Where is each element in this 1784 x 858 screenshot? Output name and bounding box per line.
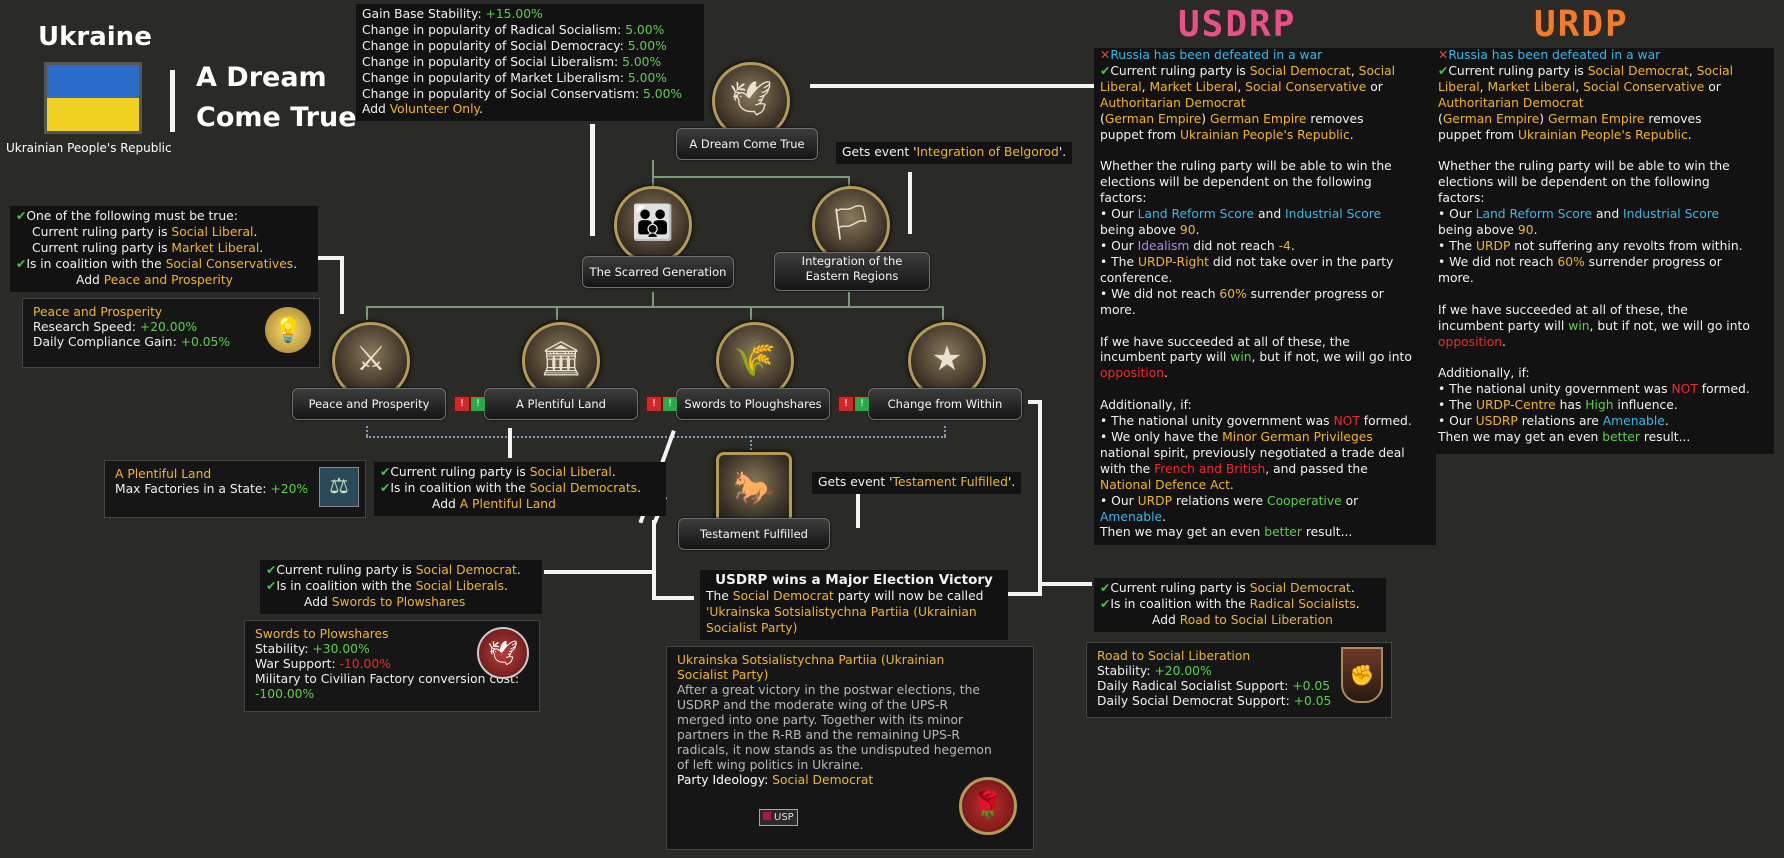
tree-title-line-2: Come True [196, 102, 357, 133]
swords-ploughshares-focus-icon[interactable]: 🌾 [716, 322, 794, 400]
connector [366, 306, 944, 308]
pointer-line [508, 428, 512, 458]
connector [366, 306, 368, 320]
change-requirements: ✔Current ruling party is Social Democrat… [1094, 578, 1386, 632]
mutual-exclusion-line [750, 436, 752, 450]
testament-fulfilled-focus-icon[interactable]: 🐎 [716, 452, 792, 528]
party-description: Ukrainska Sotsialistychna Partiia (Ukrai… [666, 646, 1034, 850]
peace-prosperity-idea: Peace and Prosperity Research Speed: +20… [22, 298, 320, 368]
shield-icon: ✊ [1341, 647, 1383, 703]
mutual-exclusion-line [366, 436, 946, 438]
focus-peace-prosperity[interactable]: Peace and Prosperity [292, 388, 446, 420]
event-testament: Gets event 'Testament Fulfilled'. [812, 472, 1022, 494]
connector [750, 306, 752, 320]
mutually-exclusive-icon: ! [854, 396, 870, 412]
mutually-exclusive-icon: ! [454, 396, 470, 412]
mutually-exclusive-icon: ! [470, 396, 486, 412]
connector [942, 306, 944, 320]
urdp-conditions: ✕Russia has been defeated in a war ✔Curr… [1432, 48, 1774, 454]
pointer-line [652, 520, 656, 598]
peace-prosperity-focus-icon[interactable]: ⚔ [332, 322, 410, 400]
pointer-line [908, 172, 912, 234]
road-social-liberation-idea: Road to Social Liberation Stability: +20… [1086, 642, 1392, 718]
party-tag: USP [759, 809, 798, 826]
event-belgorod: Gets event 'Integration of Belgorod'. [836, 142, 1073, 164]
pointer-line [340, 256, 344, 314]
plentiful-land-idea: A Plentiful Land Max Factories in a Stat… [104, 460, 366, 518]
country-caption: Ukrainian People's Republic [6, 141, 172, 155]
focus-label-line: Integration of the [801, 254, 903, 268]
connector [652, 176, 850, 178]
mutually-exclusive-icon: ! [838, 396, 854, 412]
pointer-line [544, 570, 654, 574]
focus-plentiful-land[interactable]: A Plentiful Land [484, 388, 638, 420]
tree-title-line-1: A Dream [196, 62, 327, 93]
scales-icon: ⚖ [319, 467, 359, 507]
mutually-exclusive-icon: ! [646, 396, 662, 412]
focus-dream-come-true[interactable]: A Dream Come True [676, 128, 818, 160]
peace-requirements: ✔One of the following must be true: Curr… [10, 206, 318, 292]
usdrp-title: USDRP [1178, 4, 1297, 45]
focus-swords-ploughshares[interactable]: Swords to Ploughshares [676, 388, 830, 420]
mutual-exclusion-line [366, 426, 368, 436]
pointer-line [1042, 582, 1092, 586]
pointer-line [856, 480, 860, 528]
pointer-line [652, 596, 694, 600]
connector [652, 160, 654, 178]
country-name: Ukraine [38, 22, 152, 52]
focus-label-line: Eastern Regions [805, 269, 899, 283]
dream-come-true-focus-icon[interactable]: 🕊 [712, 62, 790, 140]
change-within-focus-icon[interactable]: ★ [908, 322, 986, 400]
pointer-line [1038, 400, 1042, 596]
connector [652, 292, 654, 306]
urdp-title: URDP [1534, 4, 1629, 45]
ukraine-flag [44, 62, 142, 134]
victory-event: USDRP wins a Major Election Victory The … [700, 570, 1008, 640]
scarred-generation-focus-icon[interactable]: 👪 [614, 186, 692, 264]
swords-requirements: ✔Current ruling party is Social Democrat… [260, 560, 542, 614]
connector [848, 292, 850, 306]
focus-change-within[interactable]: Change from Within [868, 388, 1022, 420]
swords-plowshares-idea: Swords to Plowshares Stability: +30.00% … [244, 620, 540, 712]
rose-emblem-icon: 🌹 [959, 777, 1017, 835]
usdrp-conditions: ✕Russia has been defeated in a war ✔Curr… [1094, 48, 1436, 545]
focus-testament-fulfilled[interactable]: Testament Fulfilled [678, 518, 830, 550]
plentiful-land-focus-icon[interactable]: 🏛 [522, 322, 600, 400]
pointer-line [1000, 592, 1042, 596]
title-divider [170, 70, 175, 132]
pointer-line [312, 256, 342, 260]
mutually-exclusive-icon: ! [662, 396, 678, 412]
connector [652, 176, 654, 192]
connector [848, 176, 850, 192]
pointer-line [810, 84, 1098, 88]
lightbulb-icon: 💡 [265, 307, 311, 353]
dream-effects-tooltip: Gain Base Stability: +15.00% Change in p… [356, 4, 704, 122]
pointer-line [590, 124, 595, 236]
focus-scarred-generation[interactable]: The Scarred Generation [582, 256, 734, 288]
connector [556, 306, 558, 320]
pointer-line [1028, 400, 1042, 404]
mutual-exclusion-line [944, 426, 946, 436]
plentiful-requirements: ✔Current ruling party is Social Liberal.… [374, 462, 666, 516]
focus-integration-eastern-regions[interactable]: Integration of the Eastern Regions [774, 252, 930, 291]
dove-icon: 🕊 [477, 627, 529, 679]
